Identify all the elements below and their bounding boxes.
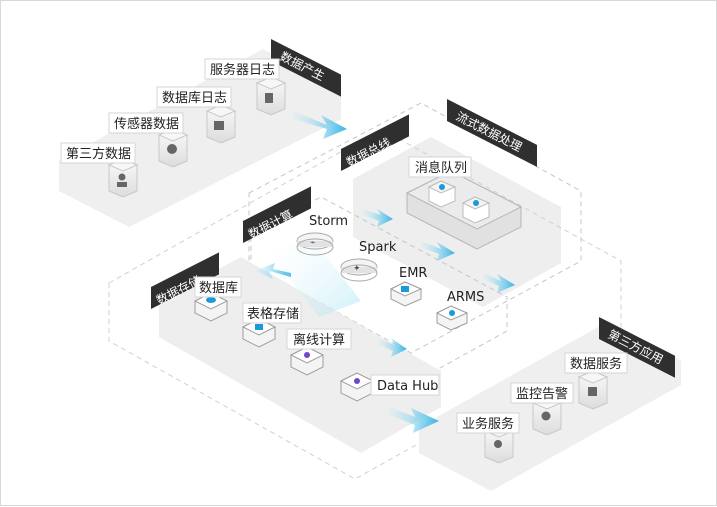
label-table-store: 表格存储 <box>247 306 299 322</box>
tag-data-storage-bg <box>151 252 219 309</box>
database-icon <box>206 297 216 303</box>
sensor-icon <box>167 144 177 154</box>
source-labels: 服务器日志 数据库日志 传感器数据 第三方数据 <box>60 58 280 164</box>
label-server-logs: 服务器日志 <box>210 62 275 78</box>
flow-arrow-bus-compute <box>363 209 393 227</box>
flow-arrow-storage-apps <box>389 407 439 433</box>
tag-third-party-bg <box>599 317 675 378</box>
label-database-logs: 数据库日志 <box>162 90 227 106</box>
data-service-icon <box>588 387 597 396</box>
node-arms <box>435 305 469 331</box>
app-data-service <box>577 370 609 410</box>
label-arms: ARMS <box>447 290 484 305</box>
label-data-service: 数据服务 <box>570 356 622 372</box>
source-sensor-data <box>157 128 189 168</box>
source-third-party-data <box>107 158 139 198</box>
tag-data-generation-bg <box>271 39 341 97</box>
label-offline-compute: 离线计算 <box>293 332 345 348</box>
tag-data-bus-bg <box>341 114 409 171</box>
arms-icon <box>449 310 455 316</box>
data-hub-icon <box>354 378 360 384</box>
app-nodes: 数据服务 监控告警 业务服务 <box>456 352 628 464</box>
label-spark: Spark <box>359 240 397 255</box>
source-database-logs <box>205 104 237 144</box>
flow-arrow-queue-out <box>421 241 455 261</box>
flow-arrows <box>255 111 515 433</box>
offline-compute-icon <box>304 352 310 358</box>
flow-band <box>269 237 361 317</box>
source-server-logs <box>255 76 287 116</box>
label-database: 数据库 <box>199 280 238 296</box>
queue-node-2 <box>461 196 491 224</box>
label-emr: EMR <box>399 266 427 281</box>
label-business-service: 业务服务 <box>462 416 514 432</box>
table-icon <box>255 324 263 330</box>
node-spark: ✦ <box>340 258 378 282</box>
label-monitoring-alert: 监控告警 <box>516 386 568 402</box>
user-icon <box>118 173 126 181</box>
flow-arrow-left <box>255 263 291 279</box>
flow-arrow-compute-storage <box>379 338 407 357</box>
storage-nodes: 数据库 表格存储 离线计算 Data Hub <box>193 276 440 402</box>
flow-arrow-generation <box>293 111 347 139</box>
label-storm: Storm <box>309 214 348 229</box>
tag-stream-processing: 流式数据处理 <box>454 108 525 154</box>
message-queue: 消息队列 <box>405 156 523 250</box>
gear-icon <box>541 411 551 421</box>
server-logs-icon <box>265 93 273 103</box>
spark-icon: ✦ <box>353 263 361 273</box>
tag-data-compute-bg <box>243 186 311 243</box>
label-data-hub: Data Hub <box>377 379 438 394</box>
queue-node-1 <box>427 180 457 208</box>
label-message-queue: 消息队列 <box>415 160 467 176</box>
label-third-party-data: 第三方数据 <box>66 146 131 162</box>
chart-icon <box>214 121 224 130</box>
storm-icon: ⌁ <box>310 237 315 247</box>
tag-stream-processing-bg <box>447 99 537 167</box>
business-service-icon <box>494 440 502 448</box>
queue-node-icon <box>439 184 445 190</box>
node-storm: ⌁ <box>296 232 334 256</box>
label-sensor-data: 传感器数据 <box>114 116 179 132</box>
emr-icon <box>401 286 409 292</box>
node-emr <box>389 281 423 307</box>
queue-node-icon <box>473 200 479 206</box>
flow-arrow-to-emr <box>483 273 515 293</box>
panel-processing-frame <box>108 128 622 480</box>
compute-nodes: ⌁ Storm ✦ Spark EMR ARMS <box>296 214 484 331</box>
